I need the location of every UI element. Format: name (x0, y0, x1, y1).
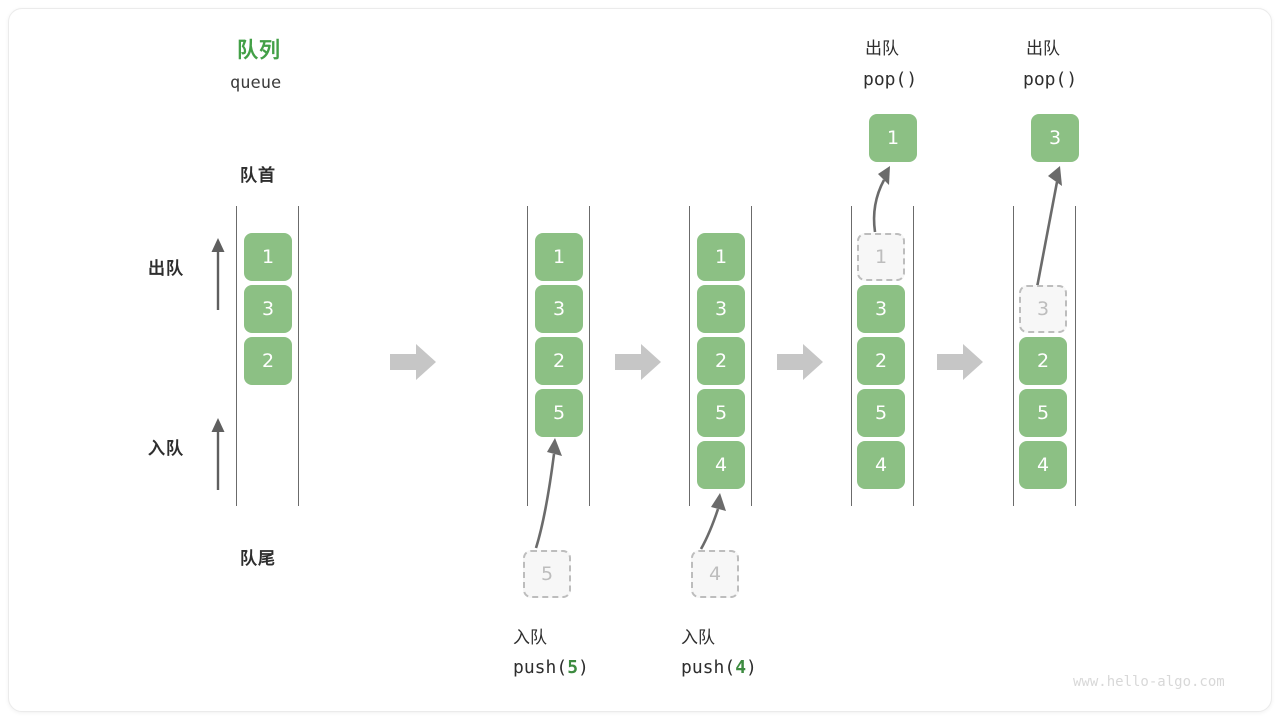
watermark: www.hello-algo.com (1073, 674, 1225, 690)
queue-element: 2 (535, 337, 583, 385)
queue-rail-left (1013, 206, 1014, 506)
dequeue-direction-arrow-icon (207, 236, 231, 312)
transition-arrow-icon (777, 343, 825, 381)
pop-arrow-icon (855, 160, 915, 234)
enqueue-direction-label: 入队 (148, 439, 184, 459)
push-arrow-icon (520, 430, 580, 550)
queue-element: 2 (244, 337, 292, 385)
queue-element: 1 (244, 233, 292, 281)
diagram-title-cn: 队列 (237, 38, 281, 62)
pop-header-code: pop() (1023, 69, 1078, 90)
queue-rail-left (689, 206, 690, 506)
queue-rail-right (913, 206, 914, 506)
removed-element: 3 (1019, 285, 1067, 333)
queue-element: 2 (857, 337, 905, 385)
queue-element: 3 (697, 285, 745, 333)
queue-element: 2 (1019, 337, 1067, 385)
transition-arrow-icon (615, 343, 663, 381)
queue-element: 1 (535, 233, 583, 281)
queue-front-label: 队首 (240, 166, 276, 186)
push-caption-value: 4 (735, 657, 747, 678)
pending-push-element: 4 (691, 550, 739, 598)
push-caption-cn: 入队 (681, 628, 715, 648)
enqueue-direction-arrow-icon (207, 416, 231, 492)
push-caption-prefix: push( (681, 657, 736, 678)
queue-rail-right (298, 206, 299, 506)
pop-header-cn: 出队 (1026, 39, 1060, 59)
pop-header-cn: 出队 (865, 39, 899, 59)
removed-element: 1 (857, 233, 905, 281)
queue-element: 1 (697, 233, 745, 281)
queue-rail-right (1075, 206, 1076, 506)
popped-element: 3 (1031, 114, 1079, 162)
queue-element: 3 (857, 285, 905, 333)
push-caption-prefix: push( (513, 657, 568, 678)
transition-arrow-icon (937, 343, 985, 381)
push-caption-suffix: ) (578, 657, 589, 678)
dequeue-direction-label: 出队 (148, 259, 184, 279)
queue-rail-left (527, 206, 528, 506)
push-caption-value: 5 (567, 657, 579, 678)
queue-rail-right (751, 206, 752, 506)
queue-element: 4 (857, 441, 905, 489)
popped-element: 1 (869, 114, 917, 162)
queue-element: 4 (1019, 441, 1067, 489)
push-caption-cn: 入队 (513, 628, 547, 648)
queue-element: 5 (697, 389, 745, 437)
queue-element: 3 (244, 285, 292, 333)
queue-rail-left (236, 206, 237, 506)
queue-element: 4 (697, 441, 745, 489)
queue-element: 3 (535, 285, 583, 333)
pending-push-element: 5 (523, 550, 571, 598)
diagram-title-en: queue (230, 73, 282, 93)
push-caption-code: push(4) (681, 657, 757, 678)
pop-header-code: pop() (863, 69, 918, 90)
queue-rear-label: 队尾 (240, 549, 276, 569)
queue-element: 5 (857, 389, 905, 437)
queue-element: 5 (1019, 389, 1067, 437)
queue-element: 5 (535, 389, 583, 437)
queue-rail-right (589, 206, 590, 506)
push-caption-suffix: ) (746, 657, 757, 678)
queue-element: 2 (697, 337, 745, 385)
push-arrow-icon (690, 487, 744, 551)
queue-rail-left (851, 206, 852, 506)
push-caption-code: push(5) (513, 657, 589, 678)
transition-arrow-icon (390, 343, 438, 381)
